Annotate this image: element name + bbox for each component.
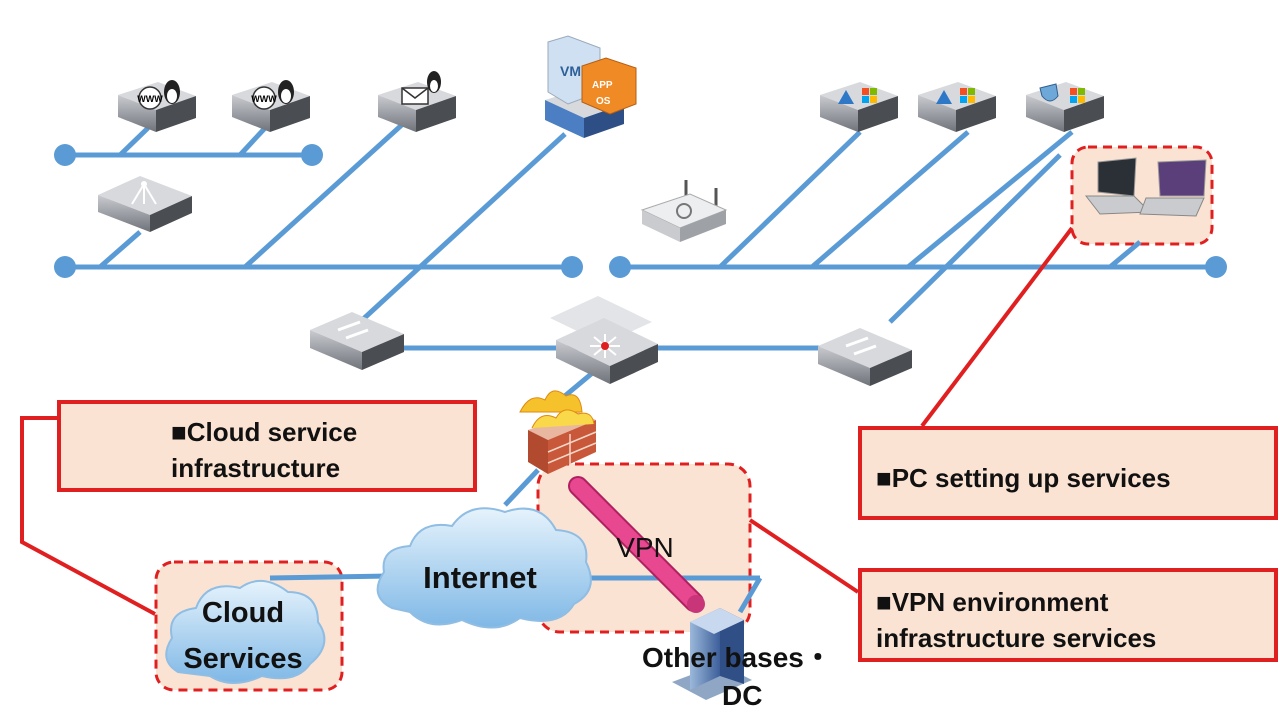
globe-icon	[138, 86, 162, 110]
network-endpoints	[54, 144, 1227, 278]
pc-setting-up-services-callout: ■PC setting up services	[858, 426, 1278, 520]
callout-text: ■VPN environment infrastructure services	[876, 587, 1157, 653]
arrows-icon	[676, 203, 692, 219]
vpn-tunnel	[568, 476, 705, 613]
vpn-label: VPN	[616, 532, 674, 563]
callout-text: ■PC setting up services	[876, 463, 1171, 493]
network-tree-icon	[131, 183, 157, 205]
internet-cloud	[376, 507, 592, 629]
windows-icon	[960, 88, 975, 103]
cloud-services-label: Cloud Services	[183, 597, 303, 675]
vm-host: VM APP OS	[545, 35, 637, 138]
office-building-icon	[672, 608, 752, 700]
vpn-environment-callout: ■VPN environment infrastructure services	[858, 568, 1278, 662]
windows-security-server	[1026, 82, 1104, 132]
laptop-2	[1139, 159, 1207, 217]
web-server-2: WWW	[232, 80, 310, 132]
other-bases-label: Other bases・	[642, 642, 832, 673]
switch-arrows-icon	[337, 320, 369, 340]
directory-icon	[936, 90, 952, 104]
windows-icon	[1070, 88, 1085, 103]
windows-icon	[862, 88, 877, 103]
cloud-service-infrastructure-callout: ■Cloud service infrastructure	[57, 400, 477, 492]
svg-text:VM: VM	[560, 63, 581, 79]
web-server-1: WWW	[118, 80, 196, 132]
callout-connectors	[20, 226, 1074, 616]
windows-server-2	[918, 82, 996, 132]
svg-text:WWW: WWW	[137, 94, 163, 104]
directory-icon	[838, 90, 854, 104]
internet-label: Internet	[423, 560, 537, 595]
svg-text:APP: APP	[592, 80, 613, 91]
globe-icon	[252, 86, 276, 110]
dc-label: DC	[722, 680, 763, 711]
core-switch	[550, 296, 658, 384]
switch-arrows-icon	[845, 336, 877, 356]
laptop-1	[1084, 157, 1152, 215]
windows-server-1	[820, 82, 898, 132]
mail-server	[378, 71, 456, 132]
svg-text:OS: OS	[596, 96, 611, 107]
load-balancer	[98, 176, 192, 232]
svg-text:WWW: WWW	[251, 94, 277, 104]
callout-text: ■Cloud service infrastructure	[171, 417, 358, 483]
app-os-box	[581, 57, 637, 115]
wireless-access-point	[640, 180, 728, 242]
switch-right	[818, 328, 912, 386]
cloud-services-icon	[165, 580, 326, 684]
shield-icon	[1039, 83, 1059, 102]
switch-left	[310, 312, 404, 370]
firewall	[519, 390, 597, 474]
envelope-icon	[401, 87, 429, 105]
